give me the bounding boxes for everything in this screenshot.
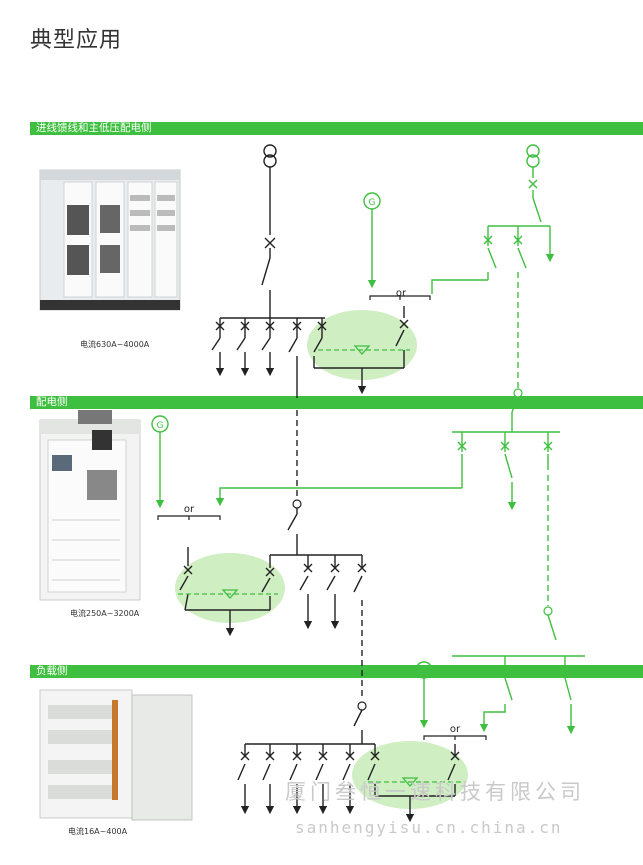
- ats-zone-incoming: [307, 310, 417, 380]
- or-bracket-1: [369, 295, 431, 300]
- caption-incoming: 电流630A~4000A: [80, 340, 150, 349]
- backup-load: [452, 655, 585, 735]
- or-bracket-2: [157, 515, 221, 520]
- or-bracket-3: [423, 735, 487, 740]
- section-band-load: [30, 665, 643, 678]
- ats-controller-load: [401, 777, 419, 787]
- load-board: [237, 709, 460, 823]
- terminal-4: [357, 701, 367, 711]
- incoming-outgoing-feeders: [211, 306, 409, 398]
- backup-distribution: [215, 412, 560, 511]
- caption-load: 电流16A~400A: [68, 827, 128, 836]
- generator-2-label: G: [157, 421, 164, 431]
- generator-3-label: G: [421, 667, 428, 677]
- section-label-load: 负载侧: [36, 665, 68, 677]
- cabinet-image-incoming: [39, 169, 181, 311]
- page-title: 典型应用: [30, 28, 123, 53]
- generator-3: [415, 661, 433, 729]
- ats-zone-load: [352, 741, 468, 809]
- backup-source: [431, 144, 555, 294]
- caption-distribution: 电流250A~3200A: [70, 609, 140, 618]
- section-label-distribution: 配电侧: [36, 396, 68, 408]
- or-label-3: or: [450, 724, 461, 735]
- watermark-company: 厦门叁恒一速科技有限公司: [285, 780, 585, 804]
- incoming-feeder: [220, 144, 325, 319]
- or-label-2: or: [184, 504, 195, 515]
- terminal-2: [513, 388, 523, 398]
- section-band-distribution: [30, 396, 643, 409]
- cabinet-image-load: [39, 689, 193, 821]
- section-label-incoming: 进线馈线和主低压配电侧: [36, 122, 152, 134]
- terminal-1: [292, 499, 302, 509]
- generator-1: [363, 192, 381, 289]
- tie-switch-3: [547, 614, 557, 641]
- tie-switch-2: [511, 396, 519, 413]
- or-label-1: or: [396, 288, 407, 299]
- distribution-board: [179, 508, 367, 637]
- terminal-3: [543, 606, 553, 616]
- generator-1-label: G: [369, 198, 376, 208]
- cabinet-image-distribution: [39, 410, 141, 601]
- section-band-incoming: [30, 122, 643, 135]
- watermark-url: sanhengyisu.cn.china.cn: [295, 818, 563, 837]
- ats-controller-distribution: [221, 589, 239, 599]
- generator-2: [151, 415, 169, 509]
- ats-controller-incoming: [353, 345, 371, 355]
- ats-zone-distribution: [175, 553, 285, 623]
